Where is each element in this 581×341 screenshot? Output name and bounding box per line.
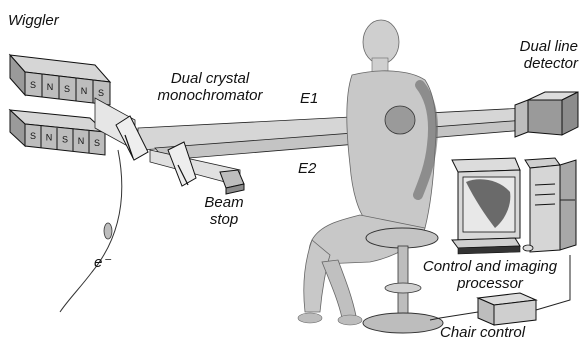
monochromator-label: Dual crystal monochromator: [150, 70, 270, 104]
magnet-pole-north: N: [78, 136, 85, 146]
wiggler-magnet-lower: [10, 110, 105, 155]
monochromator-label-line1: Dual crystal: [150, 70, 270, 87]
magnet-pole-south: S: [94, 138, 100, 148]
chair-control-label: Chair control: [440, 324, 525, 341]
wiggler-magnet-upper: [10, 55, 110, 105]
detector-label-line1: Dual line: [496, 38, 578, 55]
chair-control-box: [478, 293, 536, 325]
magnet-pole-south: S: [30, 131, 36, 141]
magnet-pole-south: S: [30, 80, 36, 90]
beam-e1-label: E1: [300, 90, 318, 107]
magnet-pole-south: S: [62, 134, 68, 144]
dual-line-detector: [515, 92, 578, 137]
workstation: [452, 158, 576, 254]
beam-e2-label: E2: [298, 160, 316, 177]
beam-stop-label: Beam stop: [198, 194, 250, 228]
monochromator-label-line2: monochromator: [150, 87, 270, 104]
beam-stop-label-line1: Beam: [198, 194, 250, 211]
electron-orbit: [60, 150, 122, 312]
processor-label-line1: Control and imaging: [410, 258, 570, 275]
magnet-pole-south: S: [98, 88, 104, 98]
beam-stop-label-line2: stop: [198, 211, 250, 228]
detector-label: Dual line detector: [496, 38, 578, 72]
wiggler-label: Wiggler: [8, 12, 59, 29]
magnet-pole-north: N: [47, 82, 54, 92]
electron-bunch: [104, 223, 112, 239]
processor-label: Control and imaging processor: [410, 258, 570, 292]
magnet-pole-north: N: [81, 86, 88, 96]
detector-label-line2: detector: [496, 55, 578, 72]
electron-label: e⁻: [94, 254, 110, 271]
magnet-pole-south: S: [64, 84, 70, 94]
magnet-pole-north: N: [46, 133, 53, 143]
processor-label-line2: processor: [410, 275, 570, 292]
